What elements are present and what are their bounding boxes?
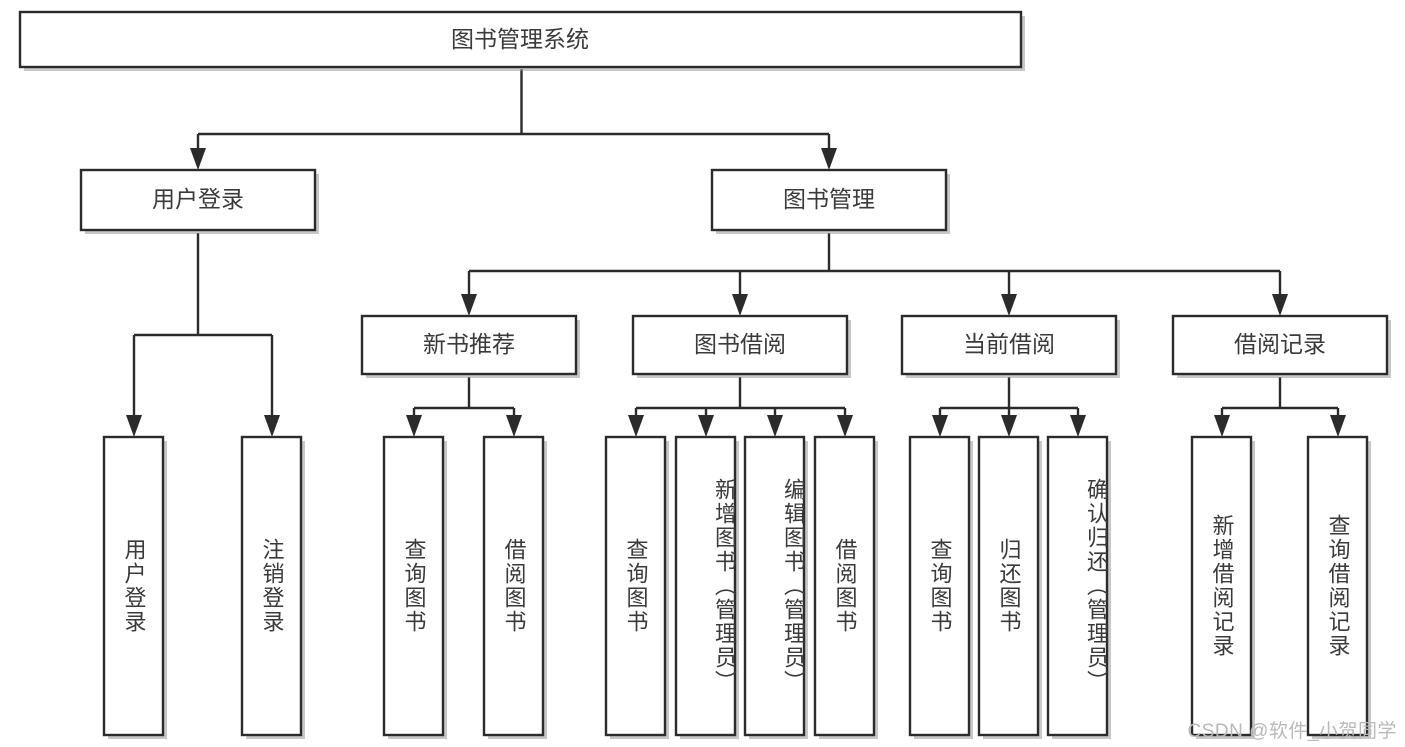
node-new-book-recommend[interactable]: 新书推荐 bbox=[360, 314, 580, 378]
connector-group-book-mgmt bbox=[461, 233, 1288, 316]
leaf-box-add-borrow-record[interactable] bbox=[1190, 435, 1255, 739]
connector-group-root bbox=[190, 69, 837, 170]
arrow-head-current-borrow bbox=[1001, 294, 1017, 316]
leaf-box-add-book-admin[interactable] bbox=[674, 435, 739, 739]
node-current-borrow-label: 当前借阅 bbox=[963, 331, 1055, 357]
node-root-system-label: 图书管理系统 bbox=[451, 26, 589, 52]
node-new-book-recommend-label: 新书推荐 bbox=[423, 331, 515, 357]
connector-group-new-book-leaves bbox=[406, 377, 522, 437]
leaf-box-logout[interactable] bbox=[240, 435, 305, 739]
arrow-head-borrow-record-leaf-2 bbox=[1330, 415, 1346, 437]
leaf-box-confirm-return-admin[interactable] bbox=[1046, 435, 1111, 739]
arrow-head-book-borrow-leaf-1 bbox=[628, 415, 644, 437]
arrow-head-book-borrow-leaf-4 bbox=[837, 415, 853, 437]
arrow-head-book-mgmt bbox=[821, 148, 837, 170]
node-book-management-label: 图书管理 bbox=[783, 186, 875, 212]
arrow-head-new-book bbox=[461, 294, 477, 316]
leaf-box-query-book-bb[interactable] bbox=[604, 435, 669, 739]
arrow-head-current-borrow-leaf-1 bbox=[932, 415, 948, 437]
connector-group-borrow-record-leaves bbox=[1214, 377, 1346, 437]
connector-group-current-borrow-leaves bbox=[932, 377, 1086, 437]
arrow-head-book-borrow-leaf-2 bbox=[698, 415, 714, 437]
arrow-head-new-book-leaf-2 bbox=[506, 415, 522, 437]
arrow-head-leaf-logout bbox=[264, 415, 280, 437]
connector-group-user-login-leaves bbox=[126, 233, 280, 437]
node-current-borrow[interactable]: 当前借阅 bbox=[900, 314, 1120, 378]
node-book-borrow[interactable]: 图书借阅 bbox=[631, 314, 851, 378]
arrow-head-leaf-user-login bbox=[126, 415, 142, 437]
leaf-box-borrow-book-bb[interactable] bbox=[813, 435, 878, 739]
node-book-borrow-label: 图书借阅 bbox=[694, 331, 786, 357]
leaf-box-edit-book-admin[interactable] bbox=[743, 435, 808, 739]
node-user-login-label: 用户登录 bbox=[152, 186, 244, 212]
arrow-head-borrow-record bbox=[1272, 294, 1288, 316]
arrow-head-current-borrow-leaf-2 bbox=[1001, 415, 1017, 437]
node-borrow-record[interactable]: 借阅记录 bbox=[1171, 314, 1391, 378]
arrow-head-book-borrow-leaf-3 bbox=[767, 415, 783, 437]
leaf-box-query-book-cb[interactable] bbox=[908, 435, 973, 739]
leaf-box-user-login[interactable] bbox=[102, 435, 167, 739]
leaf-box-return-book[interactable] bbox=[977, 435, 1042, 739]
leaf-box-borrow-book-nb[interactable] bbox=[482, 435, 547, 739]
node-user-login[interactable]: 用户登录 bbox=[79, 168, 319, 234]
arrow-head-current-borrow-leaf-3 bbox=[1070, 415, 1086, 437]
arrow-head-book-borrow bbox=[732, 294, 748, 316]
leaf-box-query-book-nb[interactable] bbox=[382, 435, 447, 739]
arrow-head-new-book-leaf-1 bbox=[406, 415, 422, 437]
node-root-system[interactable]: 图书管理系统 bbox=[18, 10, 1025, 71]
node-book-management[interactable]: 图书管理 bbox=[710, 168, 950, 234]
leaf-box-query-borrow-record[interactable] bbox=[1306, 435, 1371, 739]
node-borrow-record-label: 借阅记录 bbox=[1234, 331, 1326, 357]
arrow-head-borrow-record-leaf-1 bbox=[1214, 415, 1230, 437]
connector-group-book-borrow-leaves bbox=[628, 377, 853, 437]
arrow-head-user-login bbox=[190, 148, 206, 170]
